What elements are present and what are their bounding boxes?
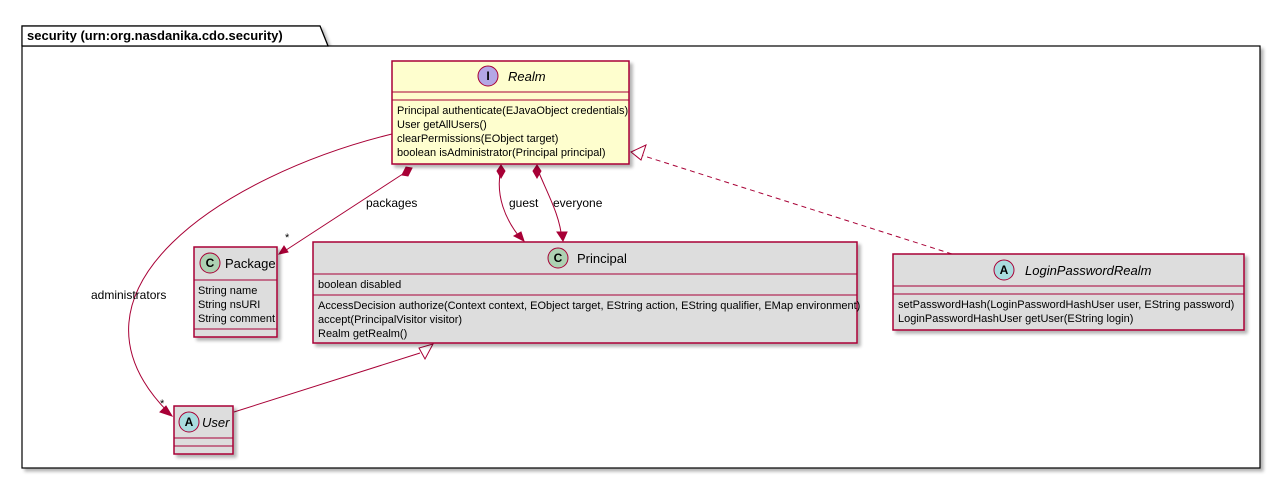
edge-administrators	[128, 133, 393, 413]
interface-badge-icon	[477, 65, 499, 87]
principal-field: boolean disabled	[318, 279, 401, 291]
generalization-head	[418, 343, 434, 361]
abstract-badge-icon	[993, 259, 1015, 281]
realm-method: User getAllUsers()	[397, 119, 487, 131]
package-field: String name	[198, 285, 257, 297]
class-user: A User	[173, 405, 234, 455]
edge-labels: packages * administrators * guest everyo…	[91, 196, 603, 410]
user-stereotype-letter: A	[185, 415, 194, 429]
multiplicity-administrators: *	[160, 398, 165, 410]
principal-method: AccessDecision authorize(Context context…	[318, 300, 860, 312]
loginpasswordrealm-method: LoginPasswordHashUser getUser(EString lo…	[898, 313, 1133, 325]
loginpasswordrealm-stereotype-letter: A	[1000, 263, 1009, 277]
diamond-everyone	[532, 164, 542, 180]
realm-method: Principal authenticate(EJavaObject crede…	[397, 105, 628, 117]
arrowhead-packages	[277, 245, 289, 255]
diamond-packages	[401, 166, 413, 177]
class-loginpasswordrealm: A LoginPasswordRealm setPasswordHash(Log…	[892, 253, 1245, 331]
multiplicity-packages: *	[285, 232, 290, 244]
realm-method: clearPermissions(EObject target)	[397, 133, 558, 145]
principal-method: Realm getRealm()	[318, 328, 407, 340]
realm-method: boolean isAdministrator(Principal princi…	[397, 147, 605, 159]
diamond-guest	[496, 164, 506, 180]
loginpasswordrealm-name: LoginPasswordRealm	[1025, 263, 1152, 278]
realm-name: Realm	[508, 69, 546, 84]
user-name: User	[202, 415, 230, 430]
label-guest: guest	[509, 196, 539, 210]
class-principal: C Principal boolean disabled AccessDecis…	[312, 241, 860, 344]
class-badge-icon	[547, 247, 569, 269]
edges	[128, 133, 953, 417]
class-badge-icon	[199, 252, 221, 274]
loginpasswordrealm-method: setPasswordHash(LoginPasswordHashUser us…	[898, 299, 1234, 311]
arrowhead-administrators	[159, 405, 174, 417]
realm-stereotype-letter: I	[486, 69, 489, 83]
principal-method: accept(PrincipalVisitor visitor)	[318, 314, 462, 326]
class-package: C Package String name String nsURI Strin…	[193, 246, 278, 338]
edge-generalization	[233, 352, 421, 413]
edge-realization	[640, 154, 953, 255]
package-title: security (urn:org.nasdanika.cdo.security…	[27, 28, 283, 43]
edge-packages	[279, 167, 413, 255]
label-administrators: administrators	[91, 288, 166, 302]
label-everyone: everyone	[553, 196, 603, 210]
principal-stereotype-letter: C	[554, 251, 563, 265]
package-field: String nsURI	[198, 299, 260, 311]
arrowhead-guest	[512, 231, 525, 242]
principal-name: Principal	[577, 251, 627, 266]
realization-head	[630, 144, 647, 161]
package-name: Package	[225, 256, 276, 271]
package-field: String comment	[198, 313, 275, 325]
arrowhead-everyone	[556, 231, 568, 243]
class-realm: I Realm Principal authenticate(EJavaObje…	[391, 60, 630, 165]
abstract-badge-icon	[178, 411, 200, 433]
package-stereotype-letter: C	[206, 256, 215, 270]
label-packages: packages	[366, 196, 417, 210]
